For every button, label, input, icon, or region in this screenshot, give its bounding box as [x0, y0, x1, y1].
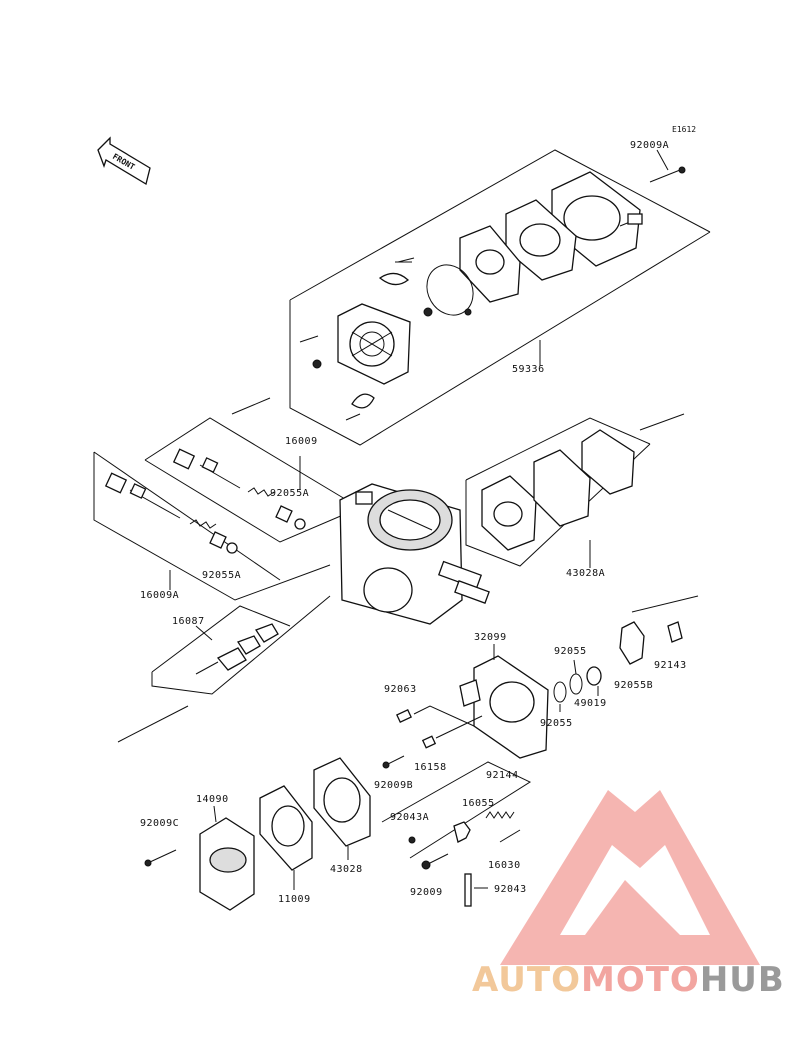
label-92009B: 92009B	[374, 780, 413, 791]
frame-92144	[381, 761, 532, 859]
part-92055B	[619, 621, 645, 665]
label-49019: 49019	[574, 698, 607, 709]
label-43028A: 43028A	[566, 568, 605, 579]
parts-16087	[195, 623, 279, 675]
bolt-92009B	[382, 755, 405, 769]
label-16009: 16009	[285, 436, 318, 447]
spring-92144	[485, 811, 515, 819]
label-16009A: 16009A	[140, 590, 179, 601]
label-92055-mid: 92055	[540, 718, 573, 729]
label-92144: 92144	[486, 770, 519, 781]
cover-14090	[199, 805, 255, 911]
watermark-text: AUTOMOTOHUB	[472, 960, 792, 1000]
label-16158: 16158	[414, 762, 447, 773]
screw-92009A	[649, 166, 686, 183]
watermark-part3: HUB	[699, 960, 785, 1000]
watermark-part1: AUTO	[472, 960, 581, 1000]
gaskets-43028A	[481, 429, 635, 551]
label-92055A-left: 92055A	[202, 570, 241, 581]
label-16087: 16087	[172, 616, 205, 627]
label-32099: 32099	[474, 632, 507, 643]
label-92043A: 92043A	[390, 812, 429, 823]
screws-top	[299, 257, 433, 369]
bolt-92063	[396, 705, 475, 727]
o-rings-92055	[553, 666, 602, 703]
watermark-part2: MOTO	[580, 960, 700, 1000]
label-92043: 92043	[494, 884, 527, 895]
check-valve-bottom	[345, 393, 375, 421]
jet-parts-16009	[172, 448, 306, 530]
frame-16087	[117, 595, 331, 743]
jet-parts-16009A	[104, 472, 238, 554]
top-assembly-frame	[231, 149, 711, 446]
gasket-11009	[259, 785, 313, 871]
pump-diaphragm	[459, 225, 521, 303]
label-14090: 14090	[196, 794, 229, 805]
label-16055: 16055	[462, 798, 495, 809]
diaphragm-43028	[313, 757, 371, 847]
label-59336: 59336	[512, 364, 545, 375]
label-43028: 43028	[330, 864, 363, 875]
label-92055A-top: 92055A	[270, 488, 309, 499]
check-valve-top	[378, 261, 412, 286]
label-16030: 16030	[488, 860, 521, 871]
needle-16030	[499, 829, 521, 843]
bolt-16158	[421, 715, 483, 749]
label-92009: 92009	[410, 887, 443, 898]
carburetor-body	[339, 483, 490, 625]
label-92055B: 92055B	[614, 680, 653, 691]
label-92009C: 92009C	[140, 818, 179, 829]
part-92143	[631, 595, 699, 643]
label-92063: 92063	[384, 684, 417, 695]
o-ring-large	[426, 264, 474, 316]
part-16055	[453, 821, 471, 843]
watermark-logo	[500, 790, 760, 965]
screw-92009C	[144, 849, 177, 867]
label-11009: 11009	[278, 894, 311, 905]
pin-92043	[464, 873, 488, 907]
screw-92009	[421, 853, 449, 870]
part-32099	[459, 655, 549, 759]
label-92143: 92143	[654, 660, 687, 671]
diagram-code: E1612	[672, 125, 696, 134]
label-92009A: 92009A	[630, 140, 669, 151]
pump-body	[337, 303, 411, 385]
front-arrow-icon: FRONT	[97, 136, 151, 186]
label-92055-top: 92055	[554, 646, 587, 657]
jet-frame-16009	[144, 417, 356, 543]
jet-frame-16009A	[93, 451, 331, 601]
